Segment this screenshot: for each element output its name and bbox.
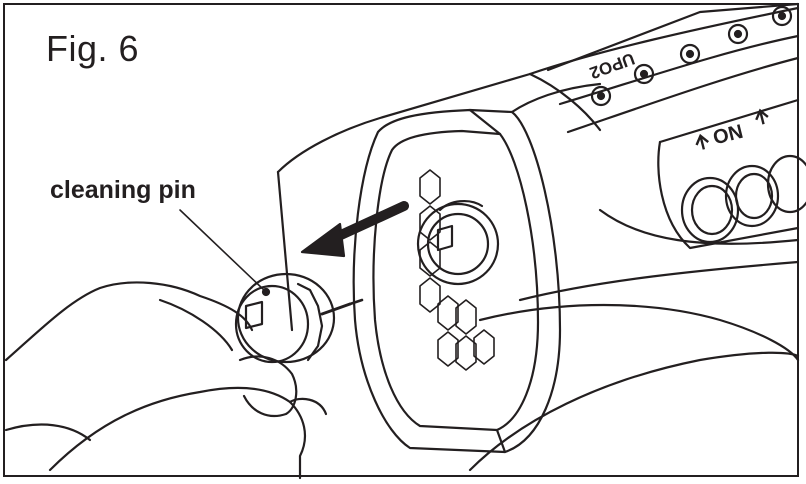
indicator-dot <box>590 85 612 107</box>
cleaning-pin-label: cleaning pin <box>50 176 196 204</box>
control-button <box>766 154 806 214</box>
nozzle-socket <box>416 200 500 286</box>
device-body <box>276 6 800 472</box>
control-panel <box>657 98 806 250</box>
indicator-dot <box>633 63 655 85</box>
indicator-dot <box>771 5 793 27</box>
indicator-dot <box>679 43 701 65</box>
indicator-dots <box>590 5 793 107</box>
arrow-left-icon <box>300 201 409 258</box>
power-button <box>680 176 740 244</box>
top-button-strip <box>546 2 800 134</box>
arrow-up-icon <box>695 133 709 150</box>
nozzle-part <box>234 272 364 364</box>
honeycomb-grille <box>419 169 495 371</box>
arrow-up-icon <box>755 108 769 125</box>
nozzle-housing <box>352 82 602 454</box>
figure-label: Fig. 6 <box>46 28 140 69</box>
callout-leader-line <box>179 209 265 291</box>
control-button <box>724 164 780 228</box>
hand <box>4 281 328 480</box>
indicator-dot <box>727 23 749 45</box>
on-switch-label: ON <box>695 108 769 150</box>
